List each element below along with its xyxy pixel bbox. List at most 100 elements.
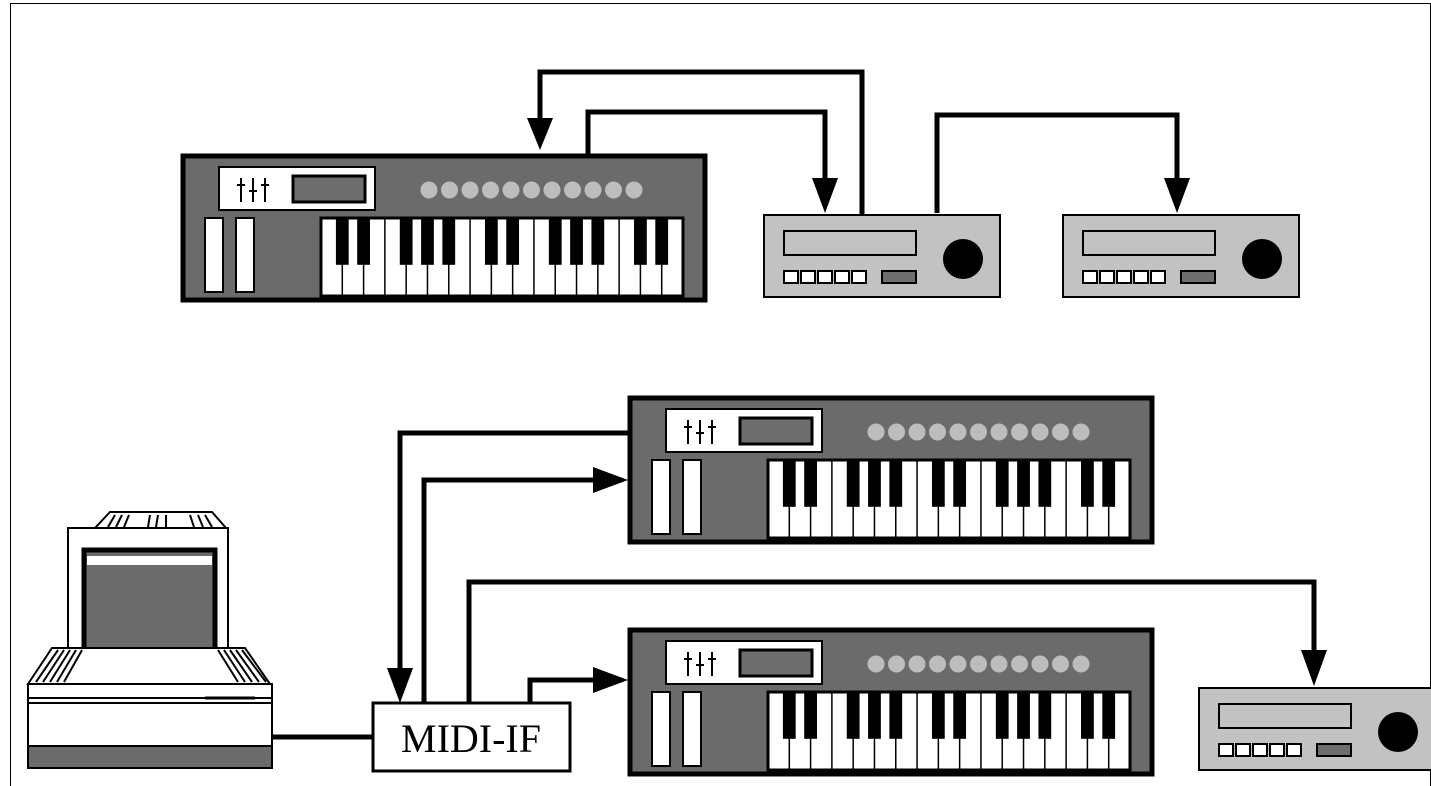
module-knob: [1242, 239, 1282, 279]
black-key: [953, 460, 966, 507]
black-key: [783, 692, 796, 739]
cpu-box: [28, 684, 272, 746]
pad-button: [868, 424, 885, 441]
pad-button: [909, 656, 926, 673]
black-key: [506, 218, 519, 265]
mod-wheel: [683, 692, 701, 766]
keybed: [768, 692, 1130, 770]
black-key: [996, 692, 1009, 739]
pad-button: [1032, 424, 1049, 441]
pad-button: [929, 424, 946, 441]
black-key: [1017, 460, 1030, 507]
module-button: [818, 271, 832, 283]
black-key: [1081, 692, 1094, 739]
black-key: [421, 218, 434, 265]
black-key: [655, 218, 668, 265]
black-key: [1017, 692, 1030, 739]
black-key: [847, 460, 860, 507]
module-button: [835, 271, 849, 283]
black-key: [1102, 692, 1115, 739]
mod-wheel: [236, 218, 254, 292]
pad-button: [970, 656, 987, 673]
computer: [28, 512, 272, 768]
pad-button: [909, 424, 926, 441]
black-key: [868, 460, 881, 507]
cpu-base: [28, 746, 272, 768]
pad-button: [544, 182, 561, 199]
black-key: [1081, 460, 1094, 507]
module-select-button: [1181, 271, 1215, 283]
module-button: [1117, 271, 1131, 283]
bottom-module: [1199, 688, 1431, 770]
pad-button: [626, 182, 643, 199]
pad-button: [950, 424, 967, 441]
black-key: [336, 218, 349, 265]
mod-wheel: [683, 460, 701, 534]
module-display: [784, 231, 916, 255]
module-button: [1100, 271, 1114, 283]
arrowhead-module1-in: [812, 178, 838, 213]
midi-interface: MIDI-IF: [373, 703, 570, 771]
arrowhead-keyboard-in: [527, 118, 553, 150]
module-select-button: [1317, 744, 1351, 756]
fader-icon: [237, 178, 269, 202]
module-button: [852, 271, 866, 283]
module-button: [1270, 744, 1284, 756]
module-knob: [1378, 712, 1418, 752]
module-button: [1287, 744, 1301, 756]
black-key: [1038, 460, 1051, 507]
module-knob: [943, 239, 983, 279]
module-button: [1134, 271, 1148, 283]
pad-button: [970, 424, 987, 441]
black-key: [485, 218, 498, 265]
pad-button: [991, 424, 1008, 441]
module-button: [1151, 271, 1165, 283]
display-screen: [740, 418, 812, 444]
black-key: [847, 692, 860, 739]
pad-button: [564, 182, 581, 199]
monitor-screen: [84, 550, 215, 662]
pad-button: [1073, 656, 1090, 673]
arrowhead-module2-in: [1164, 178, 1190, 213]
pad-button: [888, 656, 905, 673]
module-button: [1083, 271, 1097, 283]
black-key: [357, 218, 370, 265]
pad-button: [1052, 424, 1069, 441]
pad-button: [950, 656, 967, 673]
black-key: [1102, 460, 1115, 507]
cable-interface-to-keyboard1: [424, 480, 595, 703]
bottom-keyboard-2: [630, 630, 1152, 774]
top-master-keyboard: [183, 156, 705, 300]
pad-button: [441, 182, 458, 199]
black-key: [932, 460, 945, 507]
fader-icon: [684, 420, 716, 444]
black-key: [889, 692, 902, 739]
keybed: [321, 218, 683, 296]
pitch-wheel: [205, 218, 223, 292]
black-key: [783, 460, 796, 507]
arrowhead-keyboard1-in: [593, 467, 628, 493]
pad-button: [868, 656, 885, 673]
pad-button: [1052, 656, 1069, 673]
pad-button: [503, 182, 520, 199]
top-module-2: [1063, 215, 1299, 297]
black-key: [996, 460, 1009, 507]
cable-module1-to-module2: [937, 115, 1177, 213]
module-display: [1219, 704, 1351, 728]
pad-button: [888, 424, 905, 441]
bottom-keyboard-1: [630, 398, 1152, 542]
pitch-wheel: [652, 692, 670, 766]
module-select-button: [882, 271, 916, 283]
pad-button: [929, 656, 946, 673]
arrowhead-keyboard2-in: [593, 667, 628, 693]
top-module-1: [764, 215, 1000, 297]
black-key: [868, 692, 881, 739]
pad-button: [1011, 424, 1028, 441]
black-key: [953, 692, 966, 739]
fader-icon: [684, 652, 716, 676]
pad-button: [991, 656, 1008, 673]
black-key: [400, 218, 413, 265]
black-key: [932, 692, 945, 739]
module-button: [1253, 744, 1267, 756]
